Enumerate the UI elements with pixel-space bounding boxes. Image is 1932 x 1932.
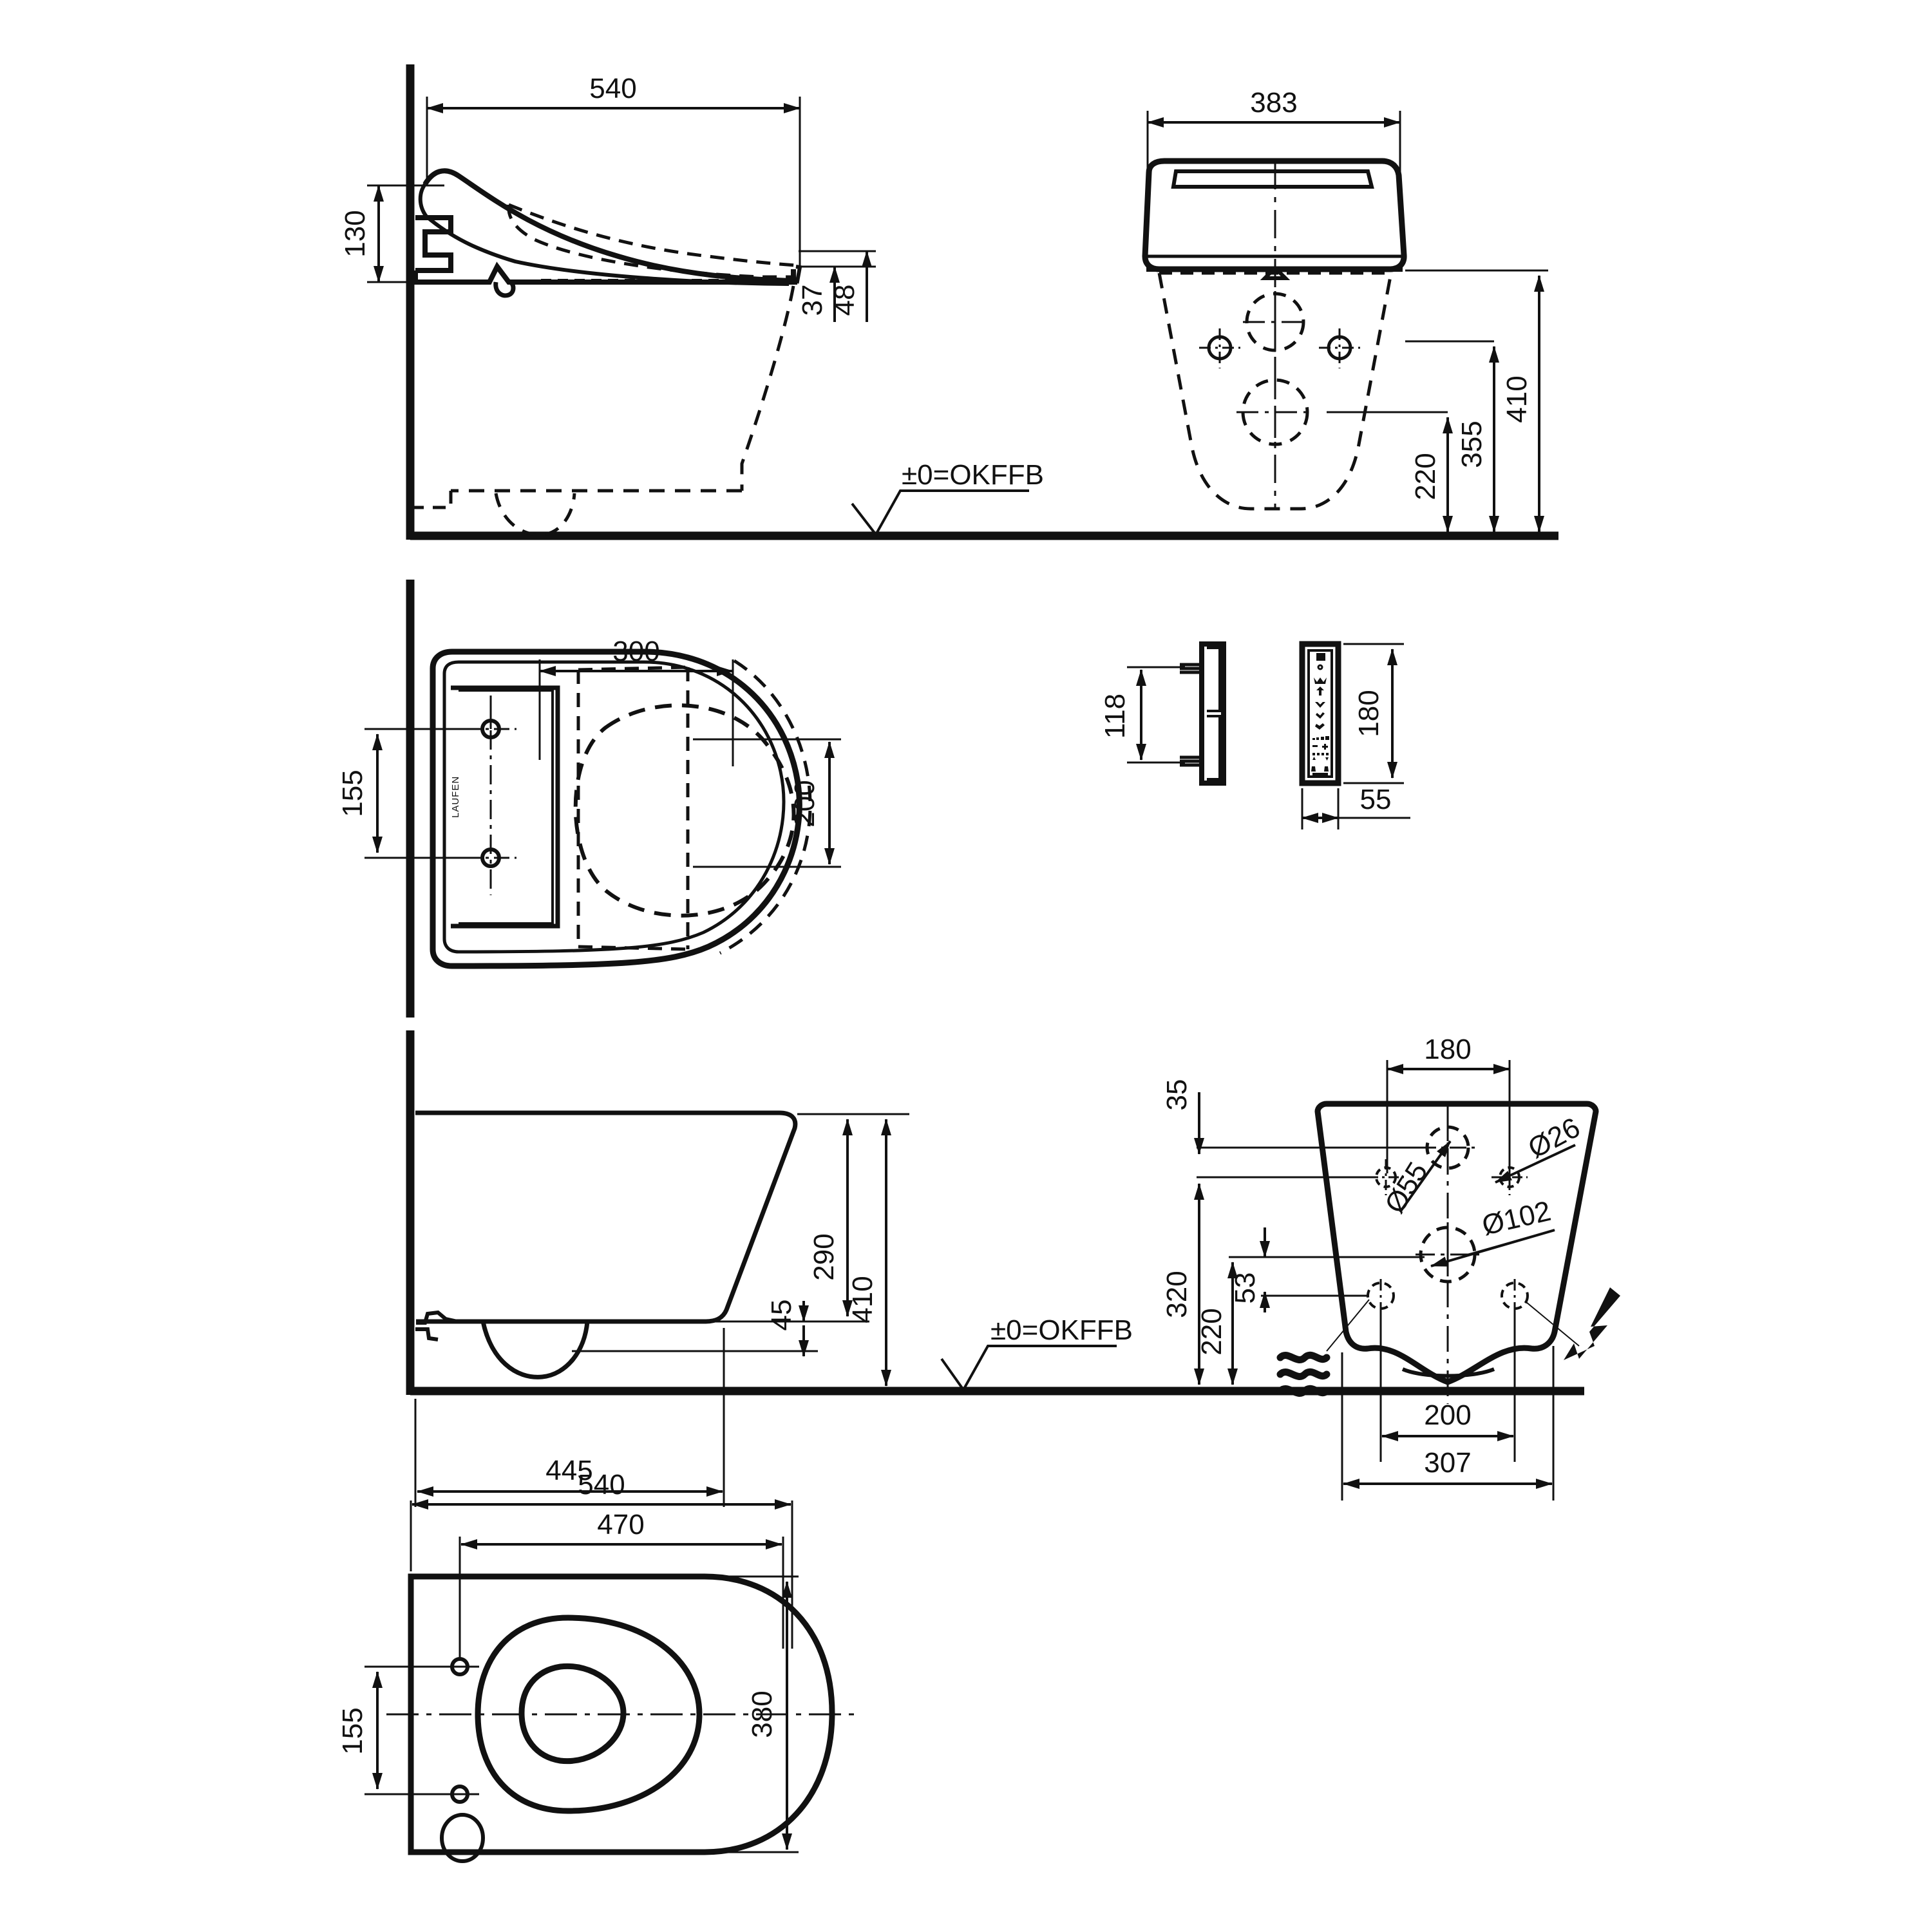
seat-inner-dashed-top: [508, 203, 796, 267]
leader-d26: [1495, 1144, 1576, 1184]
ceramic-plan-flush-aperture: [518, 1663, 627, 1765]
dim-label-130: 130: [339, 210, 371, 257]
dim-label-37: 37: [797, 285, 828, 316]
dim-label-155b: 155: [337, 1707, 368, 1754]
remote-top-button[interactable]: [1316, 653, 1325, 661]
dim-label-290: 290: [808, 1233, 840, 1280]
ceramic-rear-outline: [1314, 1101, 1599, 1385]
plan2-service-hole: [440, 1813, 485, 1863]
dim-label-320: 320: [1161, 1271, 1193, 1318]
dim-label-383: 383: [1250, 87, 1297, 118]
seat-lid-lower: [418, 183, 790, 286]
unit-plan-dashed-sides: [576, 667, 690, 949]
ceramic-rear-notch: [415, 1327, 439, 1341]
ceramic-rear-step: [416, 1310, 458, 1325]
dim-label-540: 540: [589, 73, 636, 104]
brand-mark-laufen: LAUFEN: [450, 776, 461, 818]
dim-label-180b: 180: [1424, 1034, 1471, 1065]
view-rear-elevation-connections: Ø55 Ø26 Ø102 180 35 320 220: [1161, 1034, 1620, 1501]
remote-front-body: [1299, 641, 1341, 786]
dim-label-445: 445: [545, 1455, 592, 1486]
ceramic-plan-outline: [408, 1573, 835, 1855]
bowl-rear-step-dashed: [412, 491, 453, 509]
water-leader: [1326, 1299, 1370, 1352]
leader-d102-tail: [1468, 1229, 1555, 1256]
seat-lid-outline: [422, 168, 796, 284]
okffb-label-2: ±0=OKFFB: [990, 1314, 1133, 1346]
seat-aperture-dashed: [573, 703, 796, 918]
seat-hinge-plate: [451, 685, 560, 929]
dim-label-118: 118: [1099, 694, 1131, 739]
okffb-leader-2: [940, 1345, 1117, 1392]
dim-label-410b: 410: [847, 1276, 878, 1323]
water-supply-icon: [1276, 1351, 1331, 1397]
seat-plan-outline: [430, 649, 802, 969]
dim-label-307: 307: [1424, 1447, 1471, 1479]
dim-label-200a: 200: [789, 780, 820, 827]
electrical-supply-icon: [1564, 1287, 1620, 1360]
okffb-leader-1: [851, 489, 1029, 537]
remote-side-upper: [1207, 647, 1221, 712]
seat-hinge-block: [415, 215, 453, 273]
dim-label-180a: 180: [1353, 690, 1385, 737]
dim-label-55: 55: [1360, 784, 1392, 815]
okffb-label-1: ±0=OKFFB: [902, 459, 1044, 491]
dim-label-355: 355: [1456, 421, 1488, 468]
dim-label-220b: 220: [1196, 1308, 1227, 1355]
remote-power-icon[interactable]: [1317, 664, 1323, 670]
seat-base-profile: [413, 261, 797, 285]
lid-outer-dashed: [719, 659, 812, 955]
dim-label-300: 300: [612, 636, 659, 667]
dim-label-155a: 155: [337, 770, 368, 817]
dim-label-48: 48: [829, 285, 860, 316]
seat-hinge-plate-inner: [459, 689, 554, 925]
remote-screw-lower: [1180, 755, 1202, 767]
dim-label-380: 380: [746, 1690, 778, 1738]
remote-side-lower: [1207, 715, 1221, 781]
ceramic-plan-rim: [475, 1615, 703, 1814]
remote-side-body: [1199, 641, 1226, 786]
unit-front-slot: [1171, 169, 1374, 189]
dim-label-200b: 200: [1424, 1399, 1471, 1431]
view-bottom-plan-ceramic: 540 470 155 380: [337, 1469, 857, 1863]
dim-label-45: 45: [766, 1300, 797, 1331]
remote-front-bezel: [1307, 649, 1333, 778]
remote-button-icons[interactable]: [1311, 677, 1329, 775]
bowl-front-dashed: [740, 285, 795, 491]
seat-plan-inner-rim: [442, 660, 786, 954]
fixing-cross-right: [1319, 328, 1360, 368]
ceramic-side-outline: [415, 1110, 798, 1324]
view-remote-control: 118 180 55: [1099, 641, 1410, 829]
ceramic-trap-outline: [480, 1321, 590, 1379]
view-top-plan-seat: LAUFEN 300 155 200: [337, 580, 841, 1018]
view-side-elevation-seat: 540 130 37 48 ±0=OKFFB: [339, 64, 1558, 540]
electrical-leader: [1526, 1302, 1580, 1347]
remote-screw-upper: [1180, 663, 1202, 674]
view-side-elevation-ceramic: 290 410 45 445 ±0=OKFFB: [406, 1030, 1584, 1507]
dim-label-540b: 540: [578, 1469, 625, 1501]
dim-label-dia26: Ø26: [1523, 1112, 1585, 1164]
view-front-elevation: 383 220 355 410: [1142, 87, 1548, 533]
dim-label-35: 35: [1161, 1079, 1193, 1111]
dim-label-53: 53: [1229, 1273, 1261, 1304]
fixing-cross-left: [1199, 328, 1240, 368]
dim-label-410a: 410: [1501, 375, 1533, 422]
bowl-trap-dashed: [494, 493, 576, 536]
seat-inner-dashed-bottom: [507, 204, 795, 279]
dim-label-220a: 220: [1410, 453, 1441, 500]
leader-d55: [1399, 1140, 1452, 1213]
seat-sensor-nub: [493, 279, 516, 298]
dim-label-470: 470: [597, 1509, 644, 1540]
